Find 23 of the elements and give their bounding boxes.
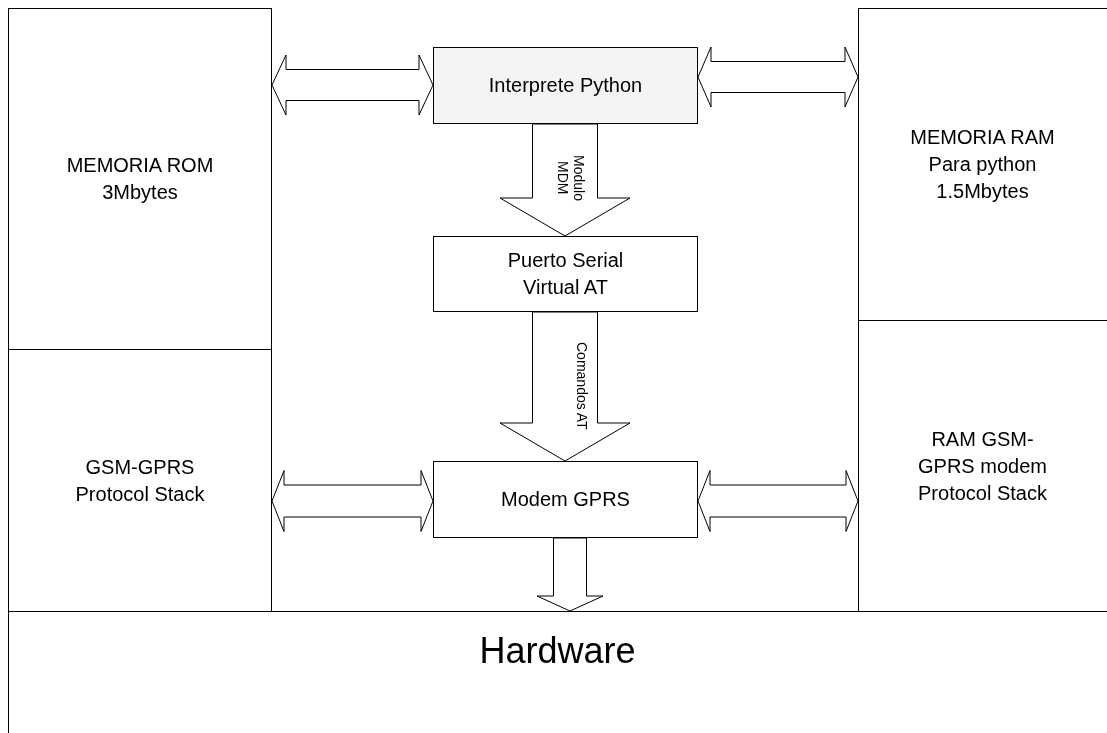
block-arrow [499, 311, 631, 462]
block-arrow [697, 46, 859, 108]
memory-block [858, 8, 1107, 321]
process-box [433, 236, 698, 312]
block-arrow [271, 470, 434, 532]
block-arrow [499, 123, 631, 237]
memory-block [8, 349, 272, 612]
block-arrow [271, 54, 434, 116]
block-label: MEMORIA RAM Para python 1.5Mbytes [909, 125, 1056, 204]
process-box [433, 461, 698, 538]
edge-label: Modulo MDM [554, 153, 587, 203]
memory-block [8, 8, 272, 350]
edge-label: Comandos AT [573, 341, 590, 432]
block-label: Modem GPRS [501, 487, 630, 512]
block-label: MEMORIA ROM 3Mbytes [65, 153, 215, 205]
block-label: RAM GSM-GPRS modem Protocol Stack [917, 426, 1048, 506]
block-label: Interprete Python [488, 73, 643, 98]
block-label: GSM-GPRS Protocol Stack [74, 454, 206, 507]
block-arrow [536, 537, 604, 612]
process-box [433, 47, 698, 124]
block-label: Puerto Serial Virtual AT [506, 248, 625, 300]
block-arrow [697, 470, 859, 532]
block-label: Hardware [479, 630, 636, 672]
